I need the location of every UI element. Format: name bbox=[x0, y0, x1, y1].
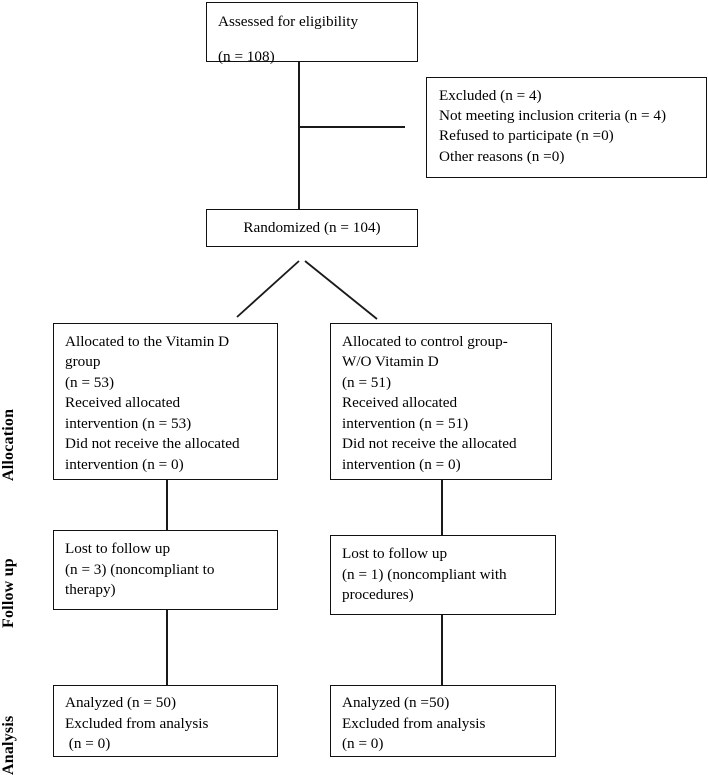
node-followup-left: Lost to follow up (n = 3) (noncompliant … bbox=[53, 530, 278, 610]
connector-allocation-right-to-followup bbox=[441, 480, 443, 535]
stage-label-analysis: Analysis bbox=[0, 715, 17, 775]
node-allocation-vitamin-d-group: Allocated to the Vitamin D group (n = 53… bbox=[53, 323, 278, 480]
analysis-left-text: Analyzed (n = 50) Excluded from analysis… bbox=[65, 694, 209, 753]
stage-label-allocation: Allocation bbox=[0, 408, 17, 481]
randomized-text: Randomized (n = 104) bbox=[243, 218, 381, 236]
node-randomized: Randomized (n = 104) bbox=[206, 209, 418, 247]
node-allocation-control-group: Allocated to control group- W/O Vitamin … bbox=[330, 323, 552, 480]
node-analysis-left: Analyzed (n = 50) Excluded from analysis… bbox=[53, 685, 278, 757]
node-analysis-right: Analyzed (n =50) Excluded from analysis … bbox=[330, 685, 556, 757]
node-excluded: Excluded (n = 4) Not meeting inclusion c… bbox=[426, 77, 707, 178]
node-assessed-for-eligibility: Assessed for eligibility (n = 108) bbox=[206, 2, 418, 65]
excluded-text: Excluded (n = 4) Not meeting inclusion c… bbox=[439, 87, 667, 165]
connector-followup-right-to-analysis bbox=[441, 615, 443, 685]
followup-left-text: Lost to follow up (n = 3) (noncompliant … bbox=[65, 540, 215, 599]
connector-followup-left-to-analysis bbox=[166, 610, 168, 685]
split-line-left bbox=[236, 260, 300, 318]
allocation-right-text: Allocated to control group- W/O Vitamin … bbox=[342, 333, 517, 473]
analysis-right-text: Analyzed (n =50) Excluded from analysis … bbox=[342, 694, 486, 753]
allocation-left-text: Allocated to the Vitamin D group (n = 53… bbox=[65, 333, 240, 473]
assessed-count: (n = 108) bbox=[218, 47, 275, 65]
connector-randomized-split bbox=[236, 260, 378, 320]
connector-allocation-left-to-followup bbox=[166, 480, 168, 530]
assessed-title: Assessed for eligibility bbox=[218, 13, 359, 30]
split-line-right bbox=[304, 260, 378, 320]
followup-right-text: Lost to follow up (n = 1) (noncompliant … bbox=[342, 545, 507, 604]
stage-label-follow-up: Follow up bbox=[0, 558, 17, 628]
node-followup-right: Lost to follow up (n = 1) (noncompliant … bbox=[330, 535, 556, 615]
connector-branch-to-excluded bbox=[298, 126, 405, 128]
connector-assessed-to-randomized bbox=[298, 62, 300, 209]
